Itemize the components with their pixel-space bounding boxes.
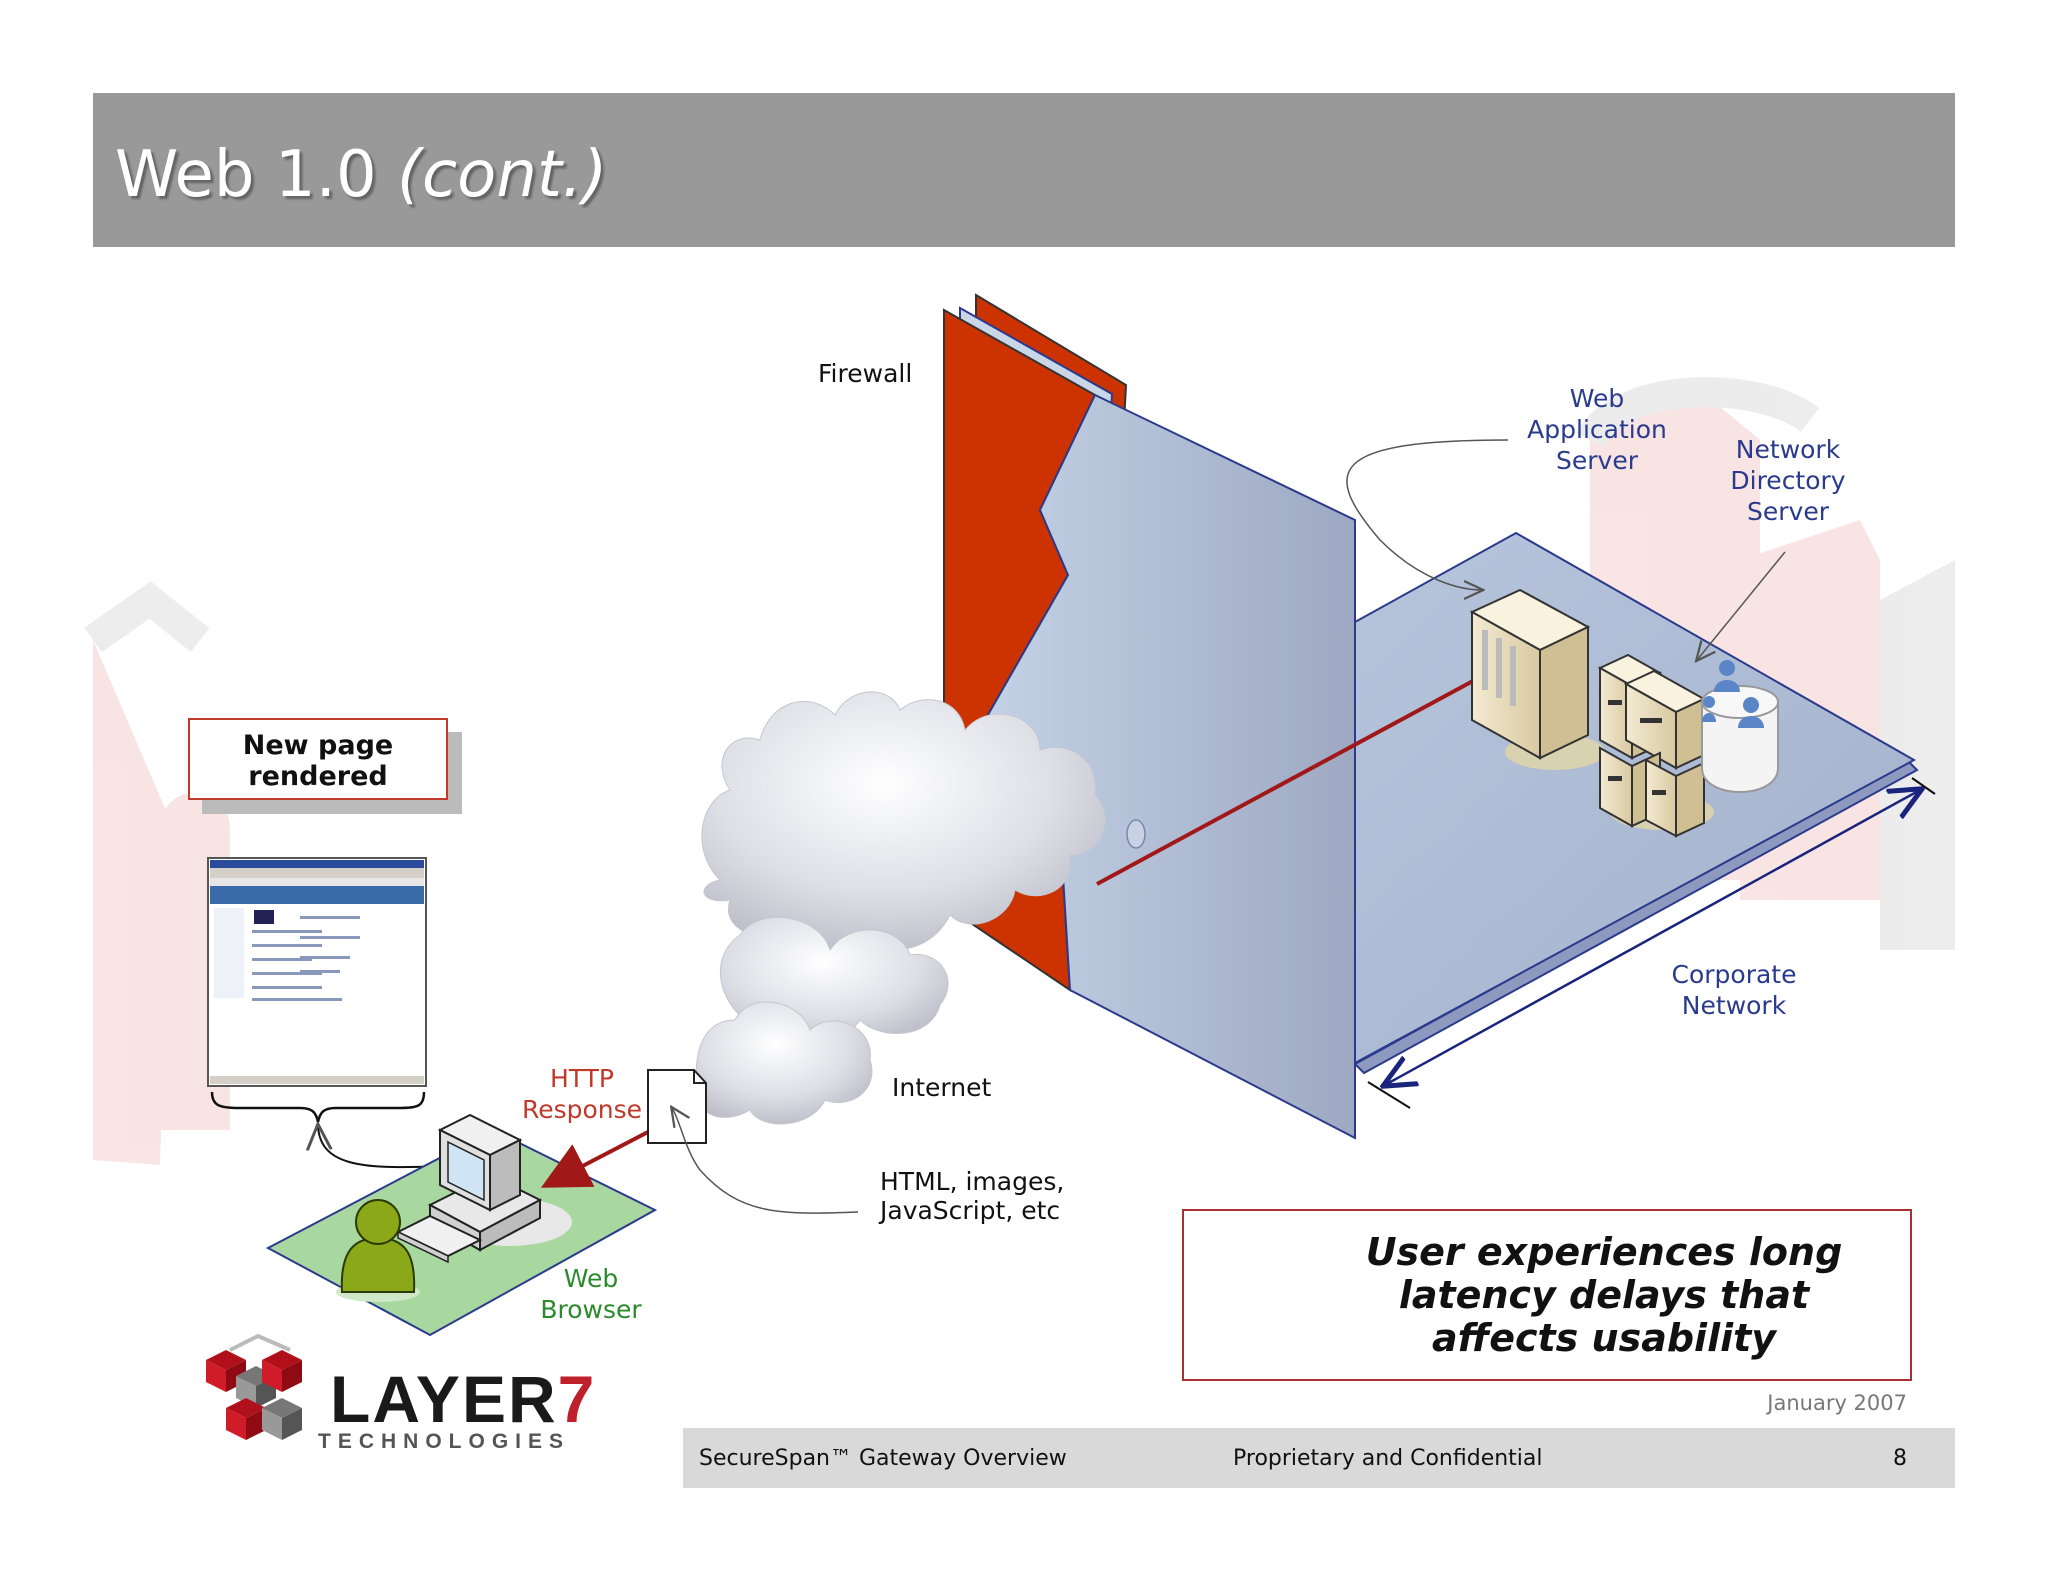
connection-line <box>1096 673 1485 886</box>
title-main: Web 1.0 <box>115 138 377 212</box>
logo-number: 7 <box>557 1362 597 1436</box>
browser-screenshot <box>207 857 427 1087</box>
payload-line-1: HTML, images, <box>880 1167 1065 1196</box>
title-italic: (cont.) <box>397 138 608 212</box>
corporate-network-line-1: Corporate <box>1671 960 1797 989</box>
web-app-server-line-1: Web <box>1569 384 1625 413</box>
http-line-2: Response <box>521 1095 643 1124</box>
database-icon <box>1701 660 1779 793</box>
document-icon <box>647 1069 707 1144</box>
date-label: January 2007 <box>1767 1391 1907 1415</box>
footer-product: SecureSpan™ Gateway Overview <box>699 1446 1067 1471</box>
http-line-1: HTTP <box>550 1064 614 1093</box>
nds-line-3: Server <box>1747 497 1829 526</box>
logo-word: LAYER <box>330 1362 558 1436</box>
page-title: Web 1.0 (cont.) <box>115 143 607 207</box>
web-application-server-icon <box>1469 588 1605 770</box>
callout-line-1: New page <box>242 730 394 761</box>
latency-notice-box: User experiences long latency delays tha… <box>1182 1209 1912 1381</box>
computer-icon <box>395 1113 543 1264</box>
directory-users-icon <box>1702 660 1764 728</box>
footer-bar: SecureSpan™ Gateway Overview Proprietary… <box>683 1428 1955 1488</box>
logo-subtitle: TECHNOLOGIES <box>318 1430 571 1453</box>
web-app-server-label: Web Application Server <box>1527 383 1667 476</box>
logo-wordmark: LAYER7 <box>330 1366 596 1432</box>
http-response-arrow <box>540 1130 649 1188</box>
directory-leader <box>1697 551 1786 660</box>
nds-line-2: Directory <box>1730 466 1846 495</box>
new-page-rendered-callout: New page rendered <box>188 718 448 800</box>
render-leader <box>318 1126 441 1169</box>
corporate-network-span-arrow <box>1385 790 1920 1085</box>
http-response-label: HTTP Response <box>522 1063 642 1125</box>
network-directory-server-label: Network Directory Server <box>1730 434 1845 527</box>
cloud-icon <box>695 691 1106 1125</box>
footer-confidentiality: Proprietary and Confidential <box>1233 1446 1543 1471</box>
web-app-server-line-2: Application <box>1527 415 1667 444</box>
firewall-label: Firewall <box>818 359 913 388</box>
payload-label: HTML, images, JavaScript, etc <box>880 1167 1064 1225</box>
internet-label: Internet <box>892 1073 992 1102</box>
corporate-network-line-2: Network <box>1681 991 1787 1020</box>
firewall-port-icon <box>1126 819 1146 849</box>
payload-line-2: JavaScript, etc <box>880 1196 1061 1225</box>
latency-notice-text: User experiences long latency delays tha… <box>1365 1230 1843 1360</box>
web-browser-label: Web Browser <box>540 1263 641 1325</box>
web-server-leader <box>1346 439 1509 590</box>
callout-line-2: rendered <box>248 761 388 792</box>
web-browser-line-1: Web <box>563 1264 619 1293</box>
web-browser-line-2: Browser <box>540 1295 642 1324</box>
user-icon <box>336 1199 420 1302</box>
payload-leader <box>672 1108 859 1214</box>
title-bar: Web 1.0 (cont.) <box>93 93 1955 247</box>
nds-line-1: Network <box>1735 435 1841 464</box>
layer7-logo-icon <box>206 1333 302 1440</box>
web-app-server-line-3: Server <box>1556 446 1638 475</box>
corporate-network-label: Corporate Network <box>1672 959 1797 1021</box>
footer-page-number: 8 <box>1893 1446 1907 1471</box>
brace <box>210 1091 426 1123</box>
